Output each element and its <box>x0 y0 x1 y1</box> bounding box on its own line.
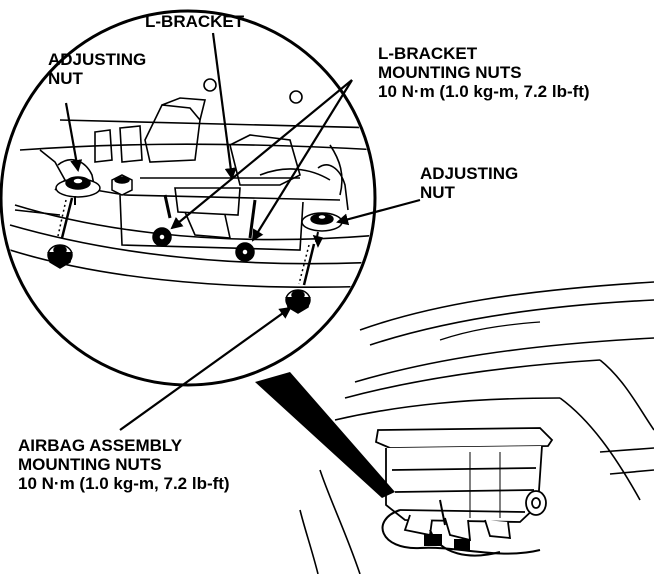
airbag-module <box>374 427 554 542</box>
magnification-beam <box>255 372 395 498</box>
center-left-hex-nut <box>111 174 133 196</box>
dashboard-illustration <box>299 281 654 574</box>
label-l-bracket-mounting-nuts: L-BRACKET MOUNTING NUTS 10 N·m (1.0 kg-m… <box>378 44 590 101</box>
leader-lines <box>64 32 421 431</box>
label-adjusting-nut-right: ADJUSTING NUT <box>420 164 519 202</box>
arrow-airbag-nut <box>119 306 292 431</box>
left-airbag-nut <box>47 197 74 269</box>
left-adjusting-nut <box>55 176 101 205</box>
magnified-detail-circle <box>0 9 377 387</box>
right-airbag-nut <box>285 234 324 314</box>
l-bracket-nut-right <box>235 199 257 262</box>
label-l-bracket: L-BRACKET <box>145 12 245 31</box>
arrow-l-bracket <box>211 32 237 180</box>
airbag-wiring <box>381 499 541 557</box>
arrow-adjusting-nut-left <box>64 102 83 172</box>
arrow-adjusting-nut-right <box>336 198 421 226</box>
arrow-l-bracket-nut-left <box>170 79 353 230</box>
label-adjusting-nut-left: ADJUSTING NUT <box>48 50 147 88</box>
l-bracket-nut-left <box>152 194 172 247</box>
arrow-l-bracket-nut-right <box>251 79 353 242</box>
label-airbag-assembly-mounting-nuts: AIRBAG ASSEMBLY MOUNTING NUTS 10 N·m (1.… <box>18 436 230 493</box>
